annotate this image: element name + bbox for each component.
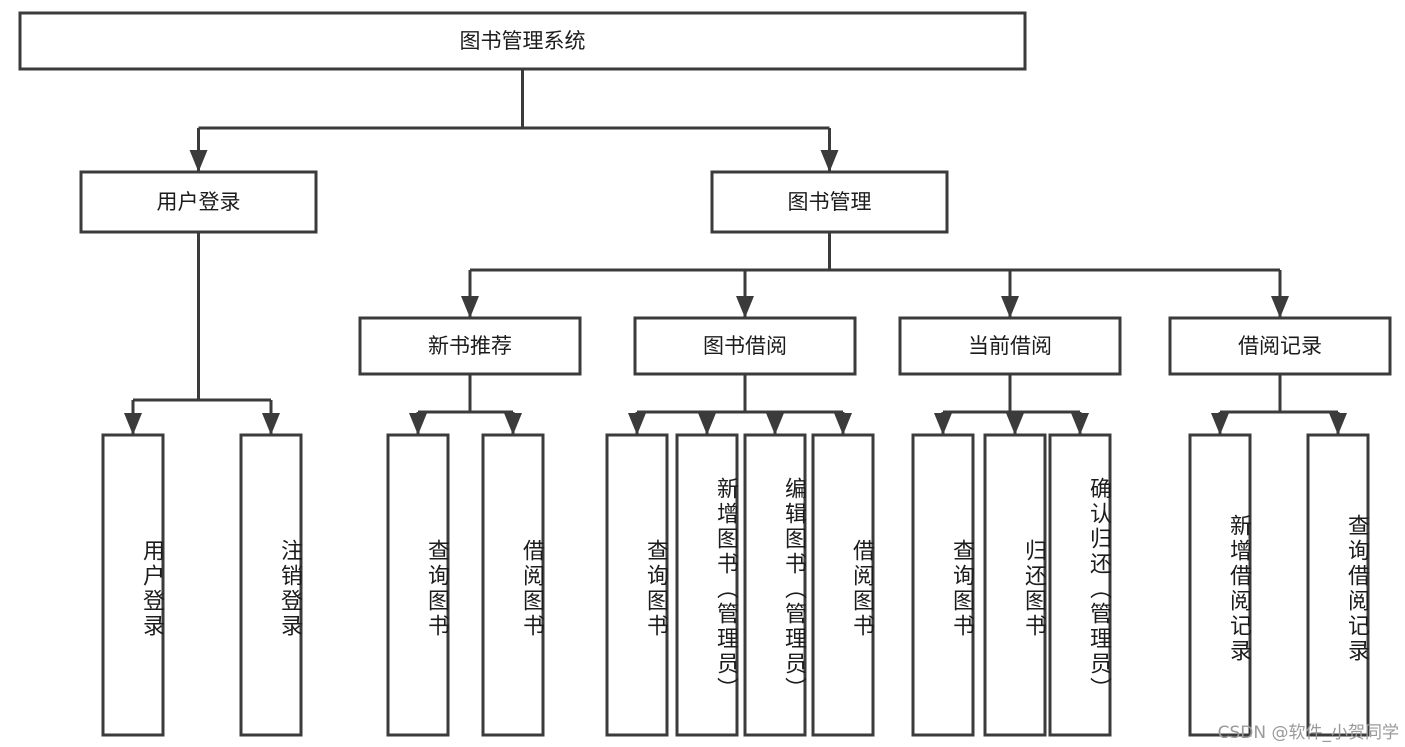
connectors-layer [124, 69, 1347, 435]
arrow-head-icon [698, 413, 716, 435]
arrow-head-icon [820, 150, 839, 172]
node-box-root[interactable] [18, 11, 1027, 71]
arrow-head-icon [1071, 413, 1089, 435]
node-box-book-manage[interactable] [710, 170, 949, 234]
node-box-user-login[interactable] [79, 170, 318, 234]
node-box-borrow-record[interactable] [1168, 316, 1392, 376]
node-box-br-query-record[interactable] [1306, 433, 1370, 737]
arrow-head-icon [1001, 296, 1019, 318]
arrow-head-icon [834, 413, 852, 435]
node-box-bb-query-book[interactable] [605, 433, 669, 737]
arrow-head-icon [504, 413, 522, 435]
node-box-bb-borrow-book[interactable] [811, 433, 875, 737]
arrow-head-icon [628, 413, 646, 435]
arrow-head-icon [1329, 413, 1347, 435]
node-box-new-book-rec[interactable] [358, 316, 582, 376]
node-box-book-borrow[interactable] [633, 316, 857, 376]
arrow-head-icon [1271, 296, 1289, 318]
arrow-head-icon [736, 296, 754, 318]
node-box-br-add-record[interactable] [1188, 433, 1252, 737]
node-label-borrow-record: 借阅记录 [1238, 334, 1322, 358]
node-box-cb-query-book[interactable] [911, 433, 975, 737]
arrow-head-icon [1211, 413, 1229, 435]
node-box-bb-edit-book[interactable] [743, 433, 807, 737]
node-box-current-borrow[interactable] [898, 316, 1122, 376]
node-box-user-login-do[interactable] [101, 433, 165, 737]
arrow-head-icon [934, 413, 952, 435]
node-box-cb-return-book[interactable] [983, 433, 1047, 737]
node-label-book-borrow: 图书借阅 [703, 334, 787, 358]
node-label-user-login: 用户登录 [157, 190, 241, 214]
arrow-head-icon [262, 413, 280, 435]
node-box-bb-add-book[interactable] [675, 433, 739, 737]
node-label-new-book-rec: 新书推荐 [428, 334, 512, 358]
node-label-root: 图书管理系统 [460, 29, 586, 53]
arrow-head-icon [766, 413, 784, 435]
node-label-book-manage: 图书管理 [788, 190, 872, 214]
node-box-user-logout[interactable] [239, 433, 303, 737]
arrow-head-icon [409, 413, 427, 435]
node-box-cb-confirm-return[interactable] [1048, 433, 1112, 737]
arrow-head-icon [124, 413, 142, 435]
arrow-head-icon [461, 296, 479, 318]
watermark: CSDN @软件_小贺同学 [1217, 723, 1399, 743]
boxes-layer [18, 11, 1392, 737]
arrow-head-icon [189, 150, 208, 172]
arrow-head-icon [1006, 413, 1024, 435]
node-label-current-borrow: 当前借阅 [968, 334, 1052, 358]
node-box-nbr-borrow-book[interactable] [481, 433, 545, 737]
node-box-nbr-query-book[interactable] [386, 433, 450, 737]
